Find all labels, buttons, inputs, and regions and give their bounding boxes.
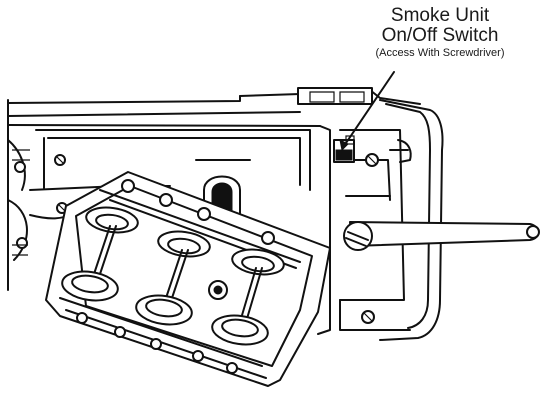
chassis-frame	[7, 95, 321, 291]
callout-subtitle: (Access With Screwdriver)	[375, 46, 505, 59]
callout-leader	[339, 71, 395, 152]
truck-assembly	[45, 171, 331, 387]
drawbar	[343, 221, 540, 251]
callout-title-line-2: On/Off Switch	[381, 24, 499, 46]
smoke-switch-callout: Smoke Unit On/Off Switch (Access With Sc…	[340, 6, 540, 59]
callout-title-line-1: Smoke Unit	[390, 5, 490, 26]
